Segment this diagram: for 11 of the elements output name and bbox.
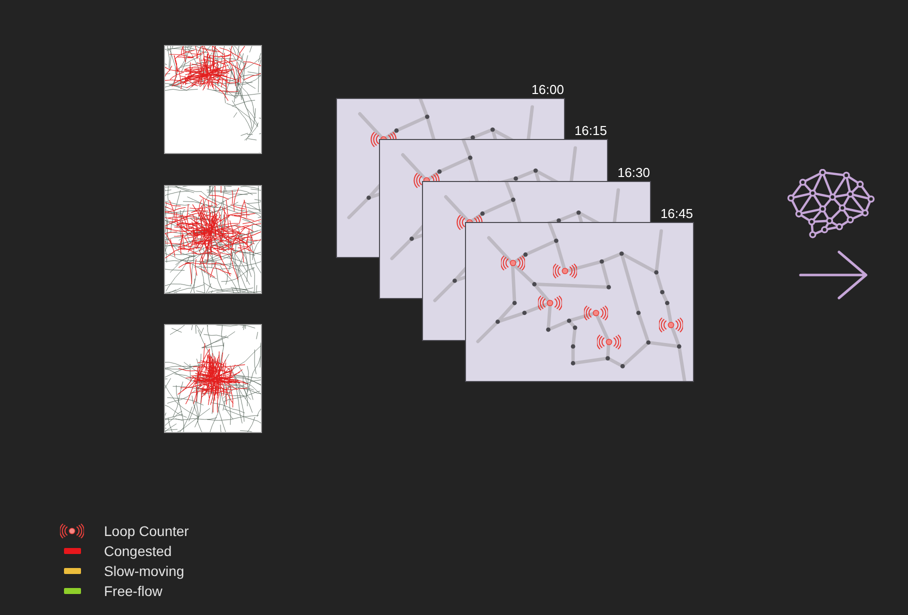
time-label: 16:15 — [574, 123, 607, 138]
legend-label: Free-flow — [104, 582, 162, 600]
time-label: 16:00 — [531, 82, 564, 97]
legend-label: Congested — [104, 542, 172, 561]
congestion-map — [164, 185, 262, 294]
legend-label: Slow-moving — [104, 562, 184, 581]
time-label: 16:30 — [617, 165, 650, 180]
time-label: 16:45 — [660, 206, 693, 221]
congestion-map — [164, 45, 262, 154]
legend-label: Loop Counter — [104, 522, 189, 541]
congestion-map — [164, 324, 262, 433]
